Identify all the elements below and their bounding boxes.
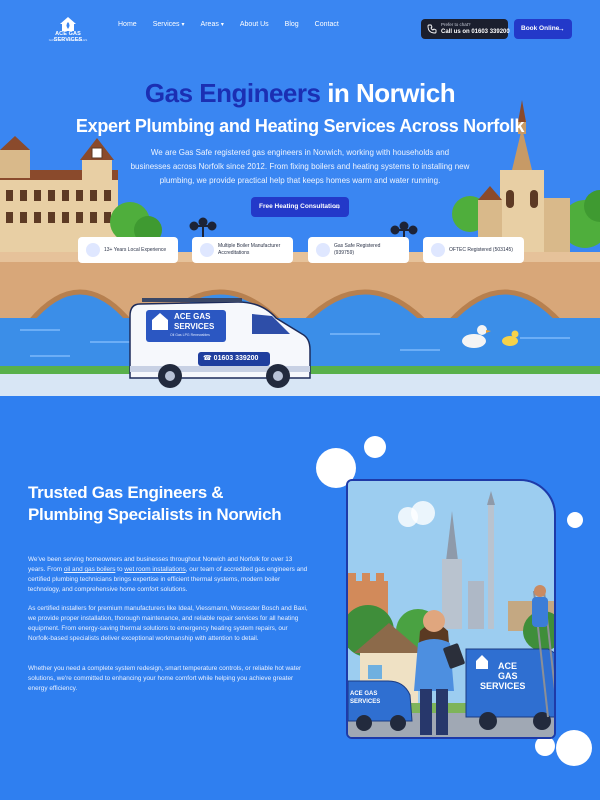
decorative-bubble xyxy=(364,436,386,458)
hero-section: ACE GAS SERVICES Oil Gas LPG Renewables … xyxy=(0,0,600,396)
tools-icon xyxy=(200,243,214,257)
badge-icon xyxy=(431,243,445,257)
engineer-illustration: ACE GAS SERVICES ACE GAS SERVICES xyxy=(346,479,556,739)
nav-blog[interactable]: Blog xyxy=(284,21,299,28)
star-icon xyxy=(86,243,100,257)
chevron-down-icon: ▾ xyxy=(181,22,185,28)
badge-text: OFTEC Registered (503145) xyxy=(449,247,513,253)
nav-services-label: Services xyxy=(152,21,180,28)
nav-contact[interactable]: Contact xyxy=(314,21,339,28)
nav-links: Home Services▾ Areas▾ About Us Blog Cont… xyxy=(118,21,355,28)
call-number-text: Call us on 01603 339200 xyxy=(441,29,510,35)
badge-text: 13+ Years Local Experience xyxy=(104,247,167,253)
nav-areas[interactable]: Areas▾ xyxy=(201,21,224,28)
arrow-right-icon: → xyxy=(557,24,565,33)
free-consultation-button[interactable]: Free Heating Consultation → xyxy=(251,197,349,217)
nav-services[interactable]: Services▾ xyxy=(153,21,185,28)
book-online-button[interactable]: Book Online → xyxy=(514,19,572,39)
logo-subtext: GAS · LPG · RENEWABLES xyxy=(48,38,88,42)
hero-description: We are Gas Safe registered gas engineers… xyxy=(130,148,470,185)
flame-icon xyxy=(316,243,330,257)
van-name-line-2: SERVICES xyxy=(174,322,215,331)
book-online-label: Book Online xyxy=(521,25,560,32)
gas-safe-badge: Gas Safe Registered (939759) xyxy=(308,237,409,263)
van-tagline: Oil Gas LPG Renewables xyxy=(170,333,210,337)
chevron-down-icon: ▾ xyxy=(220,22,224,28)
image-van2-text-2: SERVICES xyxy=(350,699,381,705)
accreditations-badge: Multiple Boiler Manufacturer Accreditati… xyxy=(192,237,293,263)
nav-about-us[interactable]: About Us xyxy=(239,21,269,28)
about-paragraph-1: We've been serving homeowners and busine… xyxy=(28,556,308,593)
van-phone: ☎ 01603 339200 xyxy=(203,355,259,362)
decorative-bubble xyxy=(535,736,555,756)
decorative-bubble xyxy=(556,730,592,766)
logo-text: ACE GAS SERVICES xyxy=(53,31,83,43)
badge-text: Multiple Boiler Manufacturer Accreditati… xyxy=(218,243,281,256)
about-paragraph-2: As certified installers for premium manu… xyxy=(28,605,308,642)
image-van-text-1: ACE xyxy=(498,661,518,671)
image-van-text-3: SERVICES xyxy=(480,681,526,691)
phone-icon xyxy=(427,24,437,34)
page-subtitle: Expert Plumbing and Heating Services Acr… xyxy=(75,116,525,136)
chat-prompt-text: Prefer to chat? xyxy=(441,22,471,27)
nav-home[interactable]: Home xyxy=(118,21,137,28)
oftec-badge: OFTEC Registered (503145) xyxy=(423,237,524,263)
oil-gas-boilers-link[interactable]: oil and gas boilers xyxy=(63,566,116,573)
about-section: Trusted Gas Engineers & Plumbing Special… xyxy=(0,396,600,800)
engineer-scene xyxy=(348,481,554,737)
badge-text: Gas Safe Registered (939759) xyxy=(334,243,381,256)
norwich-bridge-illustration xyxy=(0,100,600,396)
image-van-text-2: GAS xyxy=(498,671,518,681)
wet-room-link[interactable]: wet room installations xyxy=(124,566,186,573)
section-title: Trusted Gas Engineers & Plumbing Special… xyxy=(28,483,282,524)
about-paragraph-3: Whether you need a complete system redes… xyxy=(28,665,302,692)
call-us-button[interactable]: Prefer to chat? Call us on 01603 339200 xyxy=(421,19,510,39)
van-name-line-1: ACE GAS xyxy=(174,312,211,321)
site-logo[interactable]: ACE GAS SERVICES GAS · LPG · RENEWABLES xyxy=(44,16,92,43)
experience-badge: 13+ Years Local Experience xyxy=(78,237,178,263)
top-navigation: ACE GAS SERVICES GAS · LPG · RENEWABLES … xyxy=(0,0,600,56)
house-logo-icon xyxy=(60,17,76,31)
consultation-label: Free Heating Consultation xyxy=(259,203,340,210)
page-title: Gas Engineers in Norwich xyxy=(144,78,456,108)
image-van2-text-1: ACE GAS xyxy=(350,691,378,697)
arrow-right-icon: → xyxy=(333,202,341,211)
van-illustration xyxy=(129,298,311,388)
nav-areas-label: Areas xyxy=(200,21,219,28)
decorative-bubble xyxy=(567,512,583,528)
